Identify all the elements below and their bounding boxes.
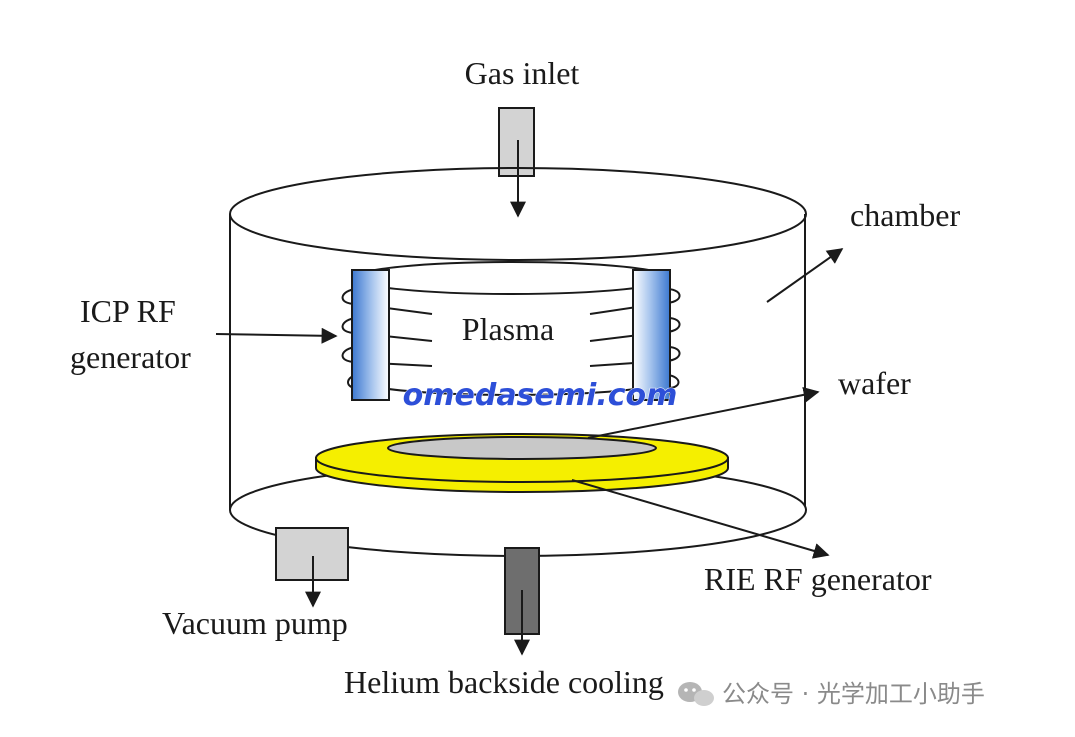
- rie-label: RIE RF generator: [704, 561, 932, 597]
- plasma-label: Plasma: [462, 311, 554, 347]
- gas-inlet-port: [498, 107, 535, 177]
- chamber-top: [229, 167, 807, 261]
- wechat-icon: [678, 682, 714, 706]
- gas-inlet-label: Gas inlet: [465, 55, 580, 91]
- wafer-disc: [387, 436, 657, 460]
- icp-coil-left: [351, 269, 390, 401]
- rie-leader: [571, 479, 830, 559]
- icp-label-line1: ICP RF: [80, 293, 176, 329]
- plasma-bottom-ring: [371, 385, 653, 396]
- account-caption: 公众号 · 光学加工小助手: [722, 680, 985, 708]
- helium-label: Helium backside cooling: [344, 664, 664, 700]
- chamber-label: chamber: [850, 197, 961, 233]
- wafer-leader: [587, 386, 820, 439]
- chamber-leader: [766, 248, 844, 303]
- icp-coil-right: [632, 269, 671, 401]
- wafer-label: wafer: [838, 365, 911, 401]
- plasma-top-ring: [353, 261, 671, 295]
- vacuum-pump-label: Vacuum pump: [162, 605, 348, 641]
- watermark-text: omedasemi.com: [403, 378, 678, 413]
- icp-label-line2: generator: [70, 339, 191, 375]
- icp-leader: [215, 327, 338, 344]
